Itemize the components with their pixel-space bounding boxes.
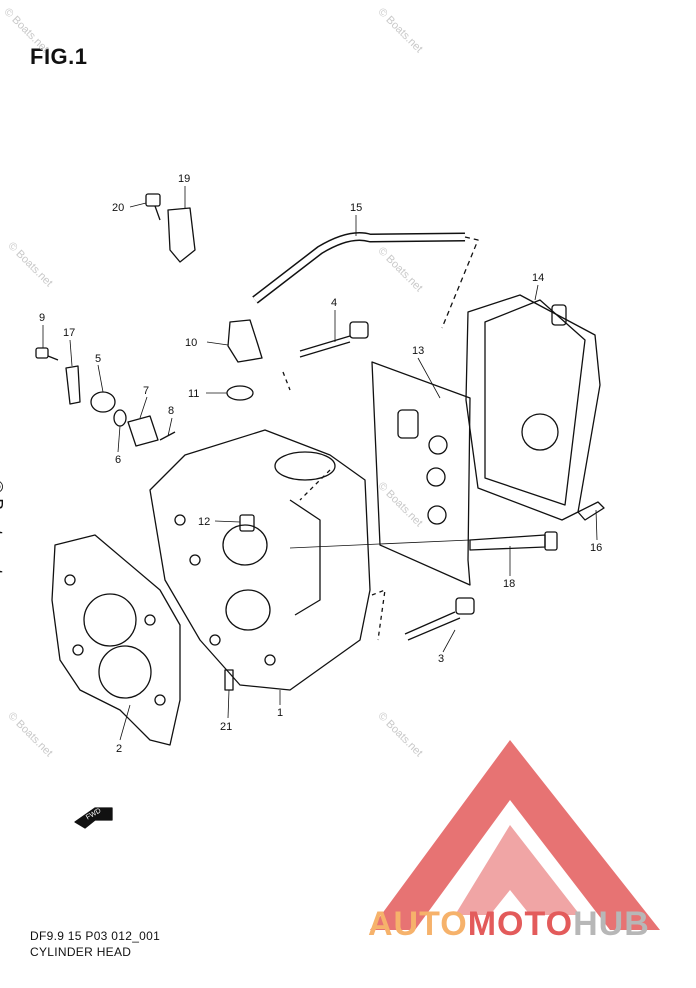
callout-21: 21 — [220, 721, 232, 733]
callout-7: 7 — [143, 385, 149, 397]
callout-16: 16 — [590, 542, 602, 554]
callout-10: 10 — [185, 337, 197, 349]
callout-20: 20 — [112, 202, 124, 214]
callout-17: 17 — [63, 327, 75, 339]
logo-part-hub: HUB — [573, 905, 650, 943]
diagram-code: DF9.9 15 P03 012_001 — [30, 929, 161, 943]
automotohub-logo — [370, 740, 660, 930]
callout-9: 9 — [39, 312, 45, 324]
hose-part — [252, 232, 466, 304]
automotohub-wordmark: AUTOMOTOHUB — [368, 905, 650, 944]
head-cover-part — [465, 294, 601, 521]
callout-6: 6 — [115, 454, 121, 466]
diagram-name: CYLINDER HEAD — [30, 945, 132, 959]
callout-1: 1 — [277, 707, 283, 719]
callout-19: 19 — [178, 173, 190, 185]
cylinder-head-part — [149, 429, 371, 691]
callout-8: 8 — [168, 405, 174, 417]
head-gasket-part — [51, 534, 181, 746]
logo-part-auto: AUTO — [368, 905, 468, 943]
callout-13: 13 — [412, 345, 424, 357]
callout-18: 18 — [503, 578, 515, 590]
figure-title: FIG.1 — [30, 44, 88, 69]
callout-11: 11 — [188, 388, 199, 400]
logo-part-moto: MOTO — [467, 905, 574, 943]
side-watermark: © Boats.net — [0, 480, 6, 575]
callout-14: 14 — [532, 272, 544, 284]
callout-4: 4 — [331, 297, 337, 309]
callout-5: 5 — [95, 353, 101, 365]
callout-3: 3 — [438, 653, 444, 665]
callout-12: 12 — [198, 516, 210, 528]
cover-gasket-part — [371, 361, 471, 586]
callout-2: 2 — [116, 743, 122, 755]
callout-15: 15 — [350, 202, 362, 214]
